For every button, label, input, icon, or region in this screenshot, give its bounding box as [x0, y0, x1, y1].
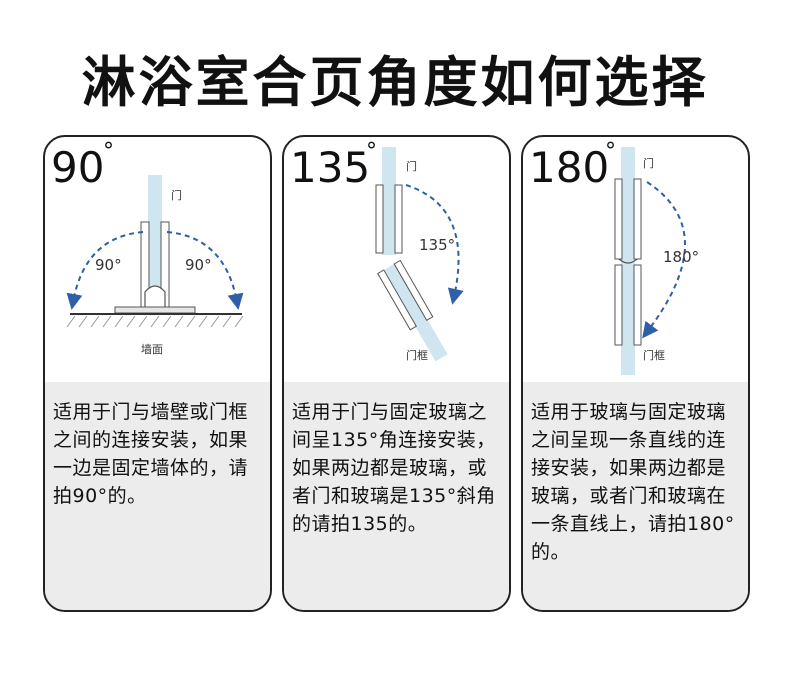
description-panel: 适用于玻璃与固定玻璃之间呈现一条直线的连接安装，如果两边都是玻璃，或者门和玻璃在… — [523, 382, 748, 610]
door-label: 门 — [643, 156, 654, 170]
dashed-arc-arrow-icon — [166, 231, 244, 310]
card-180: 180 ° 门 180° 门框 适用于玻璃与固定玻璃之间呈现一条直线的连接安装，… — [521, 135, 750, 612]
hinge-90-illustration: 门 90° 90° 墙面 — [66, 175, 244, 356]
angle-label: 180° — [663, 248, 699, 266]
degree-mark: ° — [366, 139, 377, 164]
wall-label: 墙面 — [141, 342, 163, 356]
degree-mark: ° — [605, 139, 616, 164]
page-title: 淋浴室合页角度如何选择 — [81, 51, 709, 114]
diagram-180: 180 ° 门 180° 门框 — [523, 137, 748, 382]
description-text: 适用于门与固定玻璃之间呈135°角连接安装，如果两边都是玻璃，或者门和玻璃是13… — [292, 401, 496, 535]
diagram-90: 90 ° — [45, 137, 270, 382]
degree-mark: ° — [103, 139, 114, 164]
description-text: 适用于玻璃与固定玻璃之间呈现一条直线的连接安装，如果两边都是玻璃，或者门和玻璃在… — [531, 401, 735, 563]
dashed-arc-arrow-icon — [66, 231, 144, 310]
angle-heading: 135 — [290, 143, 371, 192]
description-panel: 适用于门与固定玻璃之间呈135°角连接安装，如果两边都是玻璃，或者门和玻璃是13… — [284, 382, 509, 610]
frame-label: 门框 — [643, 348, 665, 362]
angle-heading: 180 — [529, 143, 610, 192]
door-label: 门 — [406, 159, 417, 173]
frame-label: 门框 — [406, 348, 428, 362]
diagram-135: 135 ° 门 135° 门框 — [284, 137, 509, 382]
card-90: 90 ° — [43, 135, 272, 612]
hinge-135-illustration: 门 135° 门框 — [375, 147, 464, 362]
description-panel: 适用于门与墙壁或门框之间的连接安装，如果一边是固定墙体的，请拍90°的。 — [45, 382, 270, 610]
right-angle-label: 90° — [185, 256, 212, 274]
dashed-arc-arrow-icon — [642, 181, 686, 339]
door-label: 门 — [171, 188, 182, 202]
angle-label: 135° — [419, 236, 455, 254]
hinge-180-illustration: 门 180° 门框 — [614, 147, 699, 375]
card-135: 135 ° 门 135° 门框 适用于门与固定玻璃之间呈135° — [282, 135, 511, 612]
description-text: 适用于门与墙壁或门框之间的连接安装，如果一边是固定墙体的，请拍90°的。 — [53, 401, 249, 507]
angle-heading: 90 — [51, 143, 105, 192]
left-angle-label: 90° — [95, 256, 122, 274]
